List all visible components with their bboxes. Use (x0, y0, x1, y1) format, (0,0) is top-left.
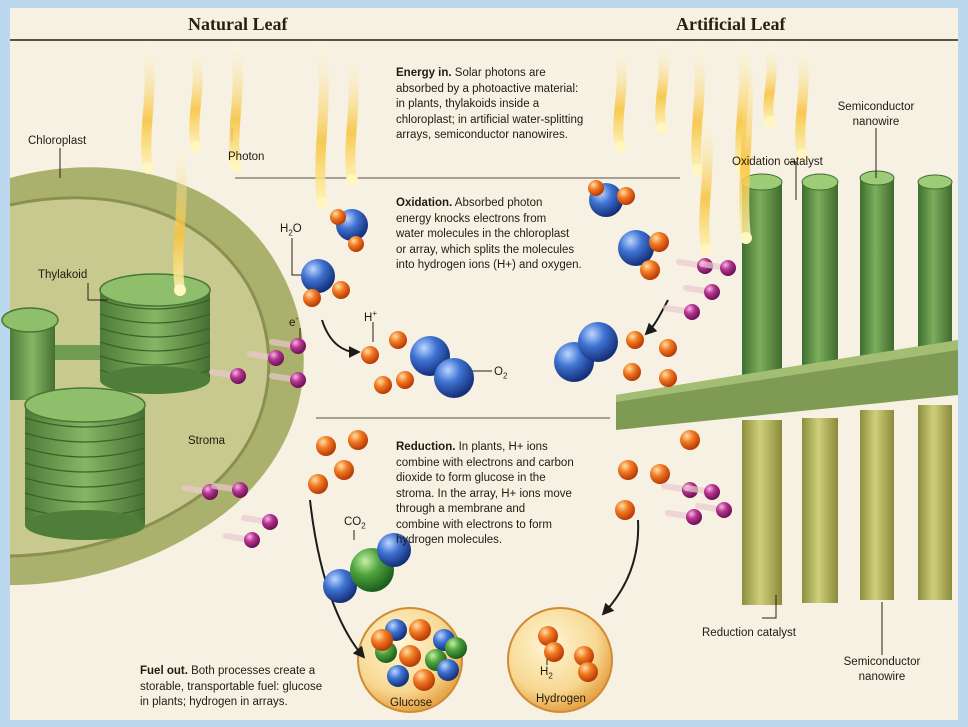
oxidation-text: Oxidation. Absorbed photon energy knocks… (396, 196, 582, 274)
photon-streak (146, 48, 149, 168)
photon-streak (320, 48, 323, 203)
electron (244, 532, 260, 548)
hydrogen-ion (618, 460, 638, 480)
photon-tip (346, 174, 358, 186)
photon-streak (704, 120, 707, 250)
photon-streak (768, 50, 771, 122)
photon-tip (316, 197, 328, 209)
hydrogen-ion (361, 346, 379, 364)
hydrogen-label: Hydrogen (536, 692, 586, 707)
hydrogen-ion (650, 464, 670, 484)
oxygen-atom (434, 358, 474, 398)
hydrogen-ion (626, 331, 644, 349)
hydrogen-ion (316, 436, 336, 456)
reduction-catalyst-label: Reduction catalyst (702, 626, 796, 641)
water-hydrogen-atom (330, 209, 346, 225)
photon-streak (660, 48, 663, 128)
water-hydrogen-atom (617, 187, 635, 205)
electron (684, 304, 700, 320)
hydrogen-ion (659, 339, 677, 357)
oxygen-formula: O2 (494, 366, 507, 380)
photon-streak (194, 52, 197, 147)
reduction-text: Reduction. In plants, H+ ions combine wi… (396, 440, 574, 549)
electron (290, 372, 306, 388)
electron (686, 509, 702, 525)
semiconductor-nanowire-bottom-label: Semiconductornanowire (832, 655, 932, 685)
photon-label: Photon (228, 150, 264, 165)
photon-tip (142, 162, 154, 174)
semiconductor-nanowire-top-label: Semiconductornanowire (826, 100, 926, 130)
glucose-atom (399, 645, 421, 667)
electron (262, 514, 278, 530)
hydrogen-ion (659, 369, 677, 387)
co2-formula: CO2 (344, 516, 366, 530)
hydrogen-ion (334, 460, 354, 480)
water-formula: H2O (280, 223, 302, 237)
hydrogen-ion (348, 430, 368, 450)
electron (268, 350, 284, 366)
electron-formula: e- (289, 314, 298, 329)
electron (232, 482, 248, 498)
glucose-atom (387, 665, 409, 687)
photon-tip (614, 141, 626, 153)
glucose-atom (437, 659, 459, 681)
photon-streak (178, 150, 181, 290)
fuel-out-text: Fuel out. Both processes create a storab… (140, 664, 322, 711)
artificial-leaf-header: Artificial Leaf (668, 14, 793, 35)
water-hydrogen-atom (332, 281, 350, 299)
thylakoid-label: Thylakoid (38, 268, 87, 283)
thylakoid-stack-left (2, 308, 58, 400)
hydrogen-ion (623, 363, 641, 381)
photon-streak (696, 50, 699, 170)
water-oxygen-atom (301, 259, 335, 293)
hydrogen-ion (374, 376, 392, 394)
photon-streak (234, 48, 237, 166)
photon-tip (174, 284, 186, 296)
h2-atom (544, 642, 564, 662)
electron (704, 284, 720, 300)
electron (230, 368, 246, 384)
h2-atom (578, 662, 598, 682)
chloroplast-label: Chloroplast (28, 134, 86, 149)
electron (720, 260, 736, 276)
photon-tip (656, 122, 668, 134)
water-hydrogen-atom (649, 232, 669, 252)
photon-tip (190, 141, 202, 153)
electron (704, 484, 720, 500)
water-hydrogen-atom (348, 236, 364, 252)
electron (290, 338, 306, 354)
glucose-atom (445, 637, 467, 659)
photon-tip (700, 244, 712, 256)
oxidation-catalyst-label: Oxidation catalyst (732, 155, 823, 170)
photon-tip (740, 232, 752, 244)
hydrogen-ion-formula: H+ (364, 309, 377, 324)
hydrogen-ion (680, 430, 700, 450)
oxygen-atom (578, 322, 618, 362)
photon-streak (800, 50, 803, 155)
glucose-atom (413, 669, 435, 691)
h2-formula: H2 (540, 666, 553, 680)
glucose-atom (371, 629, 393, 651)
hydrogen-ion (396, 371, 414, 389)
water-hydrogen-atom (303, 289, 321, 307)
energy-in-text: Energy in. Solar photons are absorbed by… (396, 66, 583, 144)
thylakoid-stack-bottom (25, 388, 145, 540)
water-hydrogen-atom (588, 180, 604, 196)
hydrogen-ion (389, 331, 407, 349)
photon-tip (764, 116, 776, 128)
natural-leaf-header: Natural Leaf (180, 14, 295, 35)
thylakoid-stack-top (100, 274, 210, 394)
hydrogen-ion (615, 500, 635, 520)
photon-streak (618, 52, 621, 147)
glucose-label: Glucose (390, 696, 432, 711)
electron (716, 502, 732, 518)
photon-streak (350, 60, 353, 180)
stroma-label: Stroma (188, 434, 225, 449)
hydrogen-ion (308, 474, 328, 494)
glucose-atom (409, 619, 431, 641)
water-hydrogen-atom (640, 260, 660, 280)
photon-streak (744, 48, 747, 238)
